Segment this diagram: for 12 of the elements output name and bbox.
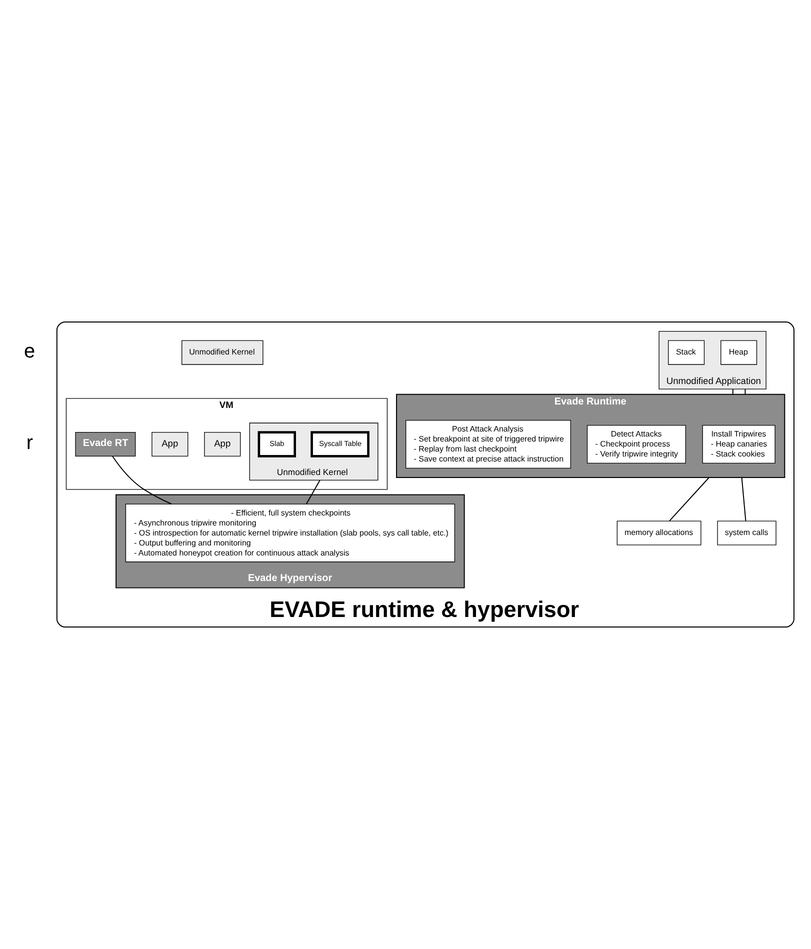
node-box: App [204, 432, 241, 457]
connector [732, 388, 734, 395]
connector [112, 456, 172, 504]
connector [668, 477, 710, 522]
connector [744, 388, 746, 395]
node-box: App [152, 432, 188, 457]
node-box: Syscall Table [310, 431, 370, 458]
node-box: Slab [258, 431, 296, 458]
label: e [24, 340, 36, 363]
node-box: Evade RT [75, 432, 136, 457]
connector [741, 477, 746, 522]
label: r [26, 432, 33, 454]
